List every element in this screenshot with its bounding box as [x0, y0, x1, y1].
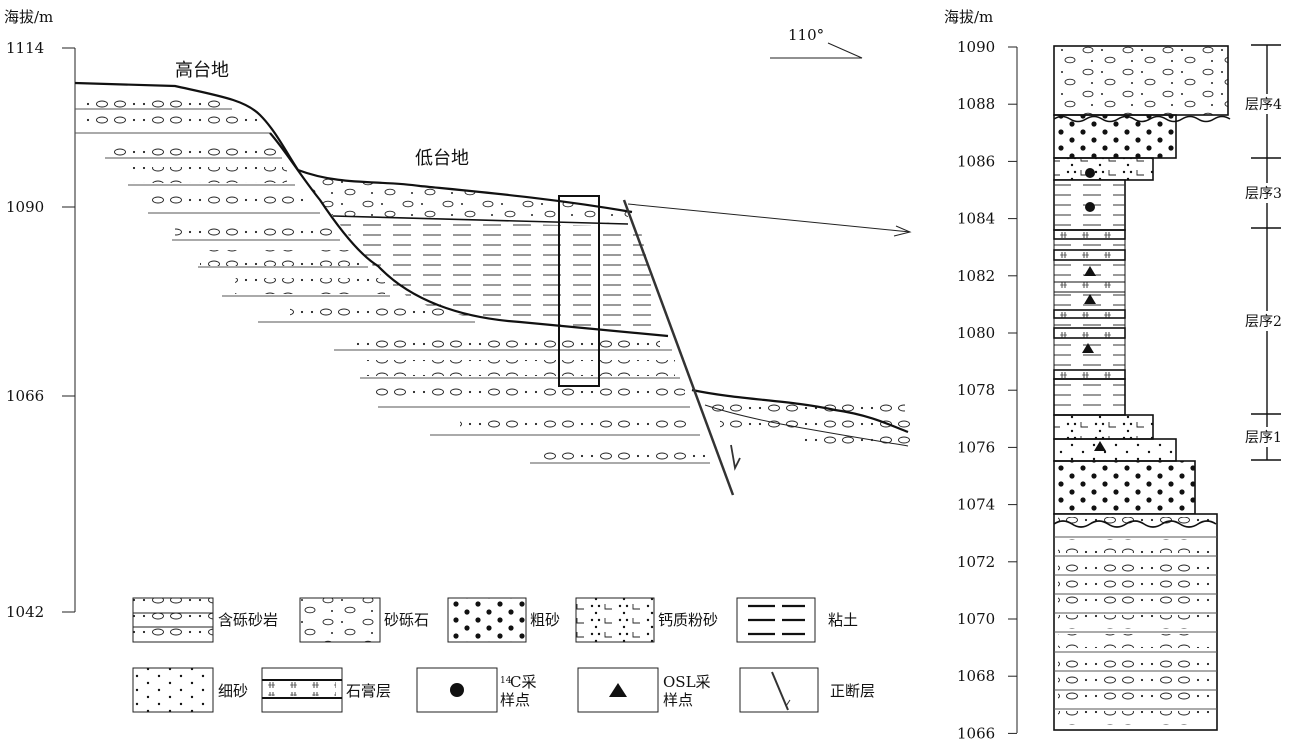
cross-section-profile: 海拔/m 1114 1090 1066 1042	[4, 8, 910, 621]
svg-text:C采: C采	[510, 673, 536, 691]
layer-gypsum-3	[1054, 282, 1125, 292]
layer-coarse-sand-upper	[1054, 115, 1176, 158]
svg-text:石膏层: 石膏层	[346, 682, 391, 700]
low-terrace-label: 低台地	[415, 148, 469, 169]
svg-text:细砂: 细砂	[218, 682, 248, 700]
column-tick-label: 1078	[957, 381, 995, 399]
gravelly-sandstone-beds	[1054, 517, 1217, 725]
direction-arrow-icon	[770, 43, 862, 58]
c14-sample-icon	[1085, 202, 1095, 212]
layer-clay	[1054, 239, 1125, 250]
layer-gypsum-6	[1054, 370, 1125, 379]
c14-sample-icon	[450, 683, 464, 697]
column-tick-label: 1066	[957, 724, 995, 742]
legend-sand-gravel: 砂砾石	[300, 598, 429, 642]
layer-clay-lower	[1054, 379, 1125, 415]
high-terrace-label: 高台地	[175, 60, 229, 81]
layer-coarse-sand-lower	[1054, 461, 1195, 514]
legend-gravelly-sandstone: 含砾砂岩	[133, 598, 278, 642]
legend-coarse-sand: 粗砂	[448, 598, 560, 642]
layer-gypsum-5	[1054, 328, 1125, 338]
svg-text:粘土: 粘土	[828, 611, 858, 629]
section-link-arrow	[628, 204, 910, 232]
fault-arrow-icon	[731, 445, 740, 468]
layer-sand-gravel-top	[1054, 46, 1228, 115]
left-tick-1114: 1114	[6, 39, 44, 57]
legend-normal-fault: 正断层	[740, 668, 875, 712]
stratigraphic-column: 海拔/m 1090 1088 1086 1084 1082 1080 1078 1076 107…	[944, 8, 1295, 742]
layer-calcareous-silt-upper	[1054, 158, 1153, 180]
svg-text:含砾砂岩: 含砾砂岩	[218, 611, 278, 629]
layer-gypsum-4	[1054, 310, 1125, 318]
legend-14c-sample: 14 C采 样点	[417, 668, 536, 712]
column-ticks: 1090 1088 1086 1084 1082 1080 1078 1076 1074 1072…	[957, 38, 1017, 742]
legend: 含砾砂岩 砂砾石 粗砂 钙质粉砂 粘土 细砂	[133, 598, 875, 712]
left-axis-title: 海拔/m	[4, 8, 53, 26]
sequence-brackets: 层序4 层序3 层序2 层序1	[1241, 45, 1295, 460]
column-tick-label: 1088	[957, 95, 995, 113]
layer-fine-sand	[1054, 439, 1176, 461]
svg-text:样点: 样点	[663, 691, 693, 709]
left-tick-1066: 1066	[6, 387, 44, 405]
svg-text:砂砾石: 砂砾石	[384, 611, 429, 629]
svg-text:OSL采: OSL采	[663, 673, 711, 691]
legend-osl-sample: OSL采 样点	[578, 668, 711, 712]
column-tick-label: 1068	[957, 667, 995, 685]
column-tick-label: 1082	[957, 267, 995, 285]
legend-clay: 粘土	[737, 598, 858, 642]
layer-gypsum-1	[1054, 230, 1125, 239]
column-tick-label: 1084	[957, 210, 995, 228]
column-tick-label: 1090	[957, 38, 995, 56]
direction-label: 110°	[788, 26, 824, 44]
sequence-2-label: 层序2	[1245, 314, 1282, 330]
svg-text:正断层: 正断层	[830, 682, 875, 700]
layer-calcareous-silt-lower	[1054, 415, 1153, 439]
c14-sample-icon	[1085, 168, 1095, 178]
legend-calcareous-silt: 钙质粉砂	[576, 598, 718, 642]
layer-clay	[1054, 338, 1125, 370]
svg-text:钙质粉砂: 钙质粉砂	[658, 611, 718, 629]
svg-text:样点: 样点	[500, 691, 530, 709]
column-tick-label: 1074	[957, 496, 995, 514]
layer-gypsum-2	[1054, 250, 1125, 260]
column-tick-label: 1076	[957, 438, 995, 456]
svg-text:粗砂: 粗砂	[530, 611, 560, 629]
column-tick-label: 1086	[957, 152, 995, 170]
legend-gypsum-layer: 石膏层	[262, 668, 391, 712]
sequence-1-label: 层序1	[1245, 430, 1282, 446]
column-tick-label: 1080	[957, 324, 995, 342]
column-tick-label: 1072	[957, 553, 995, 571]
layer-clay	[1054, 318, 1125, 328]
left-tick-1090: 1090	[6, 198, 44, 216]
sequence-3-label: 层序3	[1245, 186, 1282, 202]
legend-fine-sand: 细砂	[133, 668, 248, 712]
column-axis-title: 海拔/m	[944, 8, 993, 26]
sequence-4-label: 层序4	[1245, 97, 1282, 113]
left-tick-1042: 1042	[6, 603, 44, 621]
column-tick-label: 1070	[957, 610, 995, 628]
